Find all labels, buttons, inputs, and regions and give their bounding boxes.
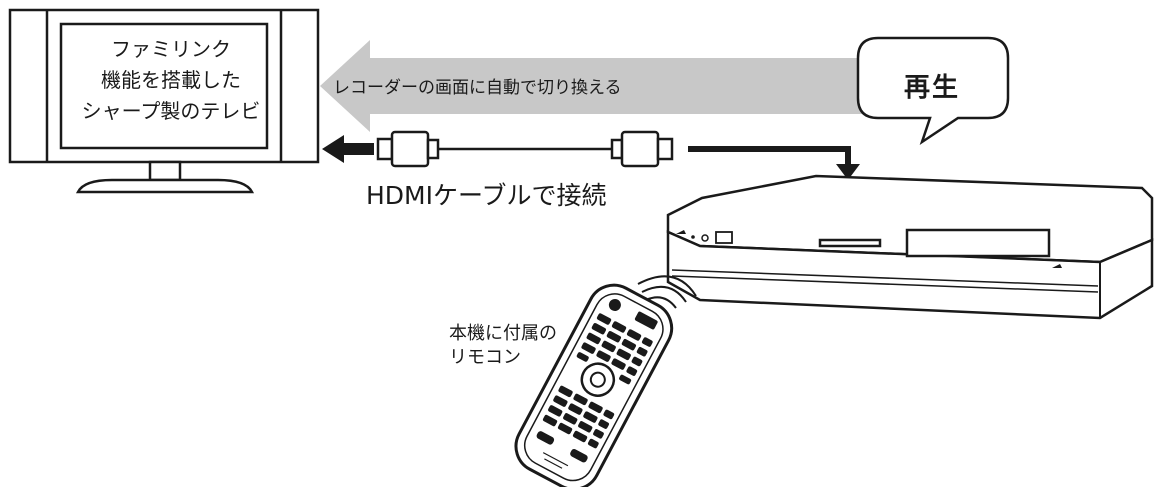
hdmi-arrow-to-tv — [322, 135, 374, 163]
remote-button-grid — [576, 313, 653, 385]
tv-label-line-2: 機能を搭載した — [101, 68, 241, 92]
hdmi-cable — [322, 130, 860, 180]
hdmi-arrow-to-recorder — [836, 164, 860, 180]
recorder — [666, 174, 1154, 320]
recorder-led — [691, 235, 695, 239]
remote-label: 本機に付属の リモコン — [449, 322, 557, 370]
recorder-edge — [699, 245, 1101, 318]
remote-power-button — [608, 298, 621, 311]
recorder-power-button — [701, 234, 709, 242]
tv-label-line-3: シャープ製のテレビ — [81, 99, 261, 123]
hdmi-connector-right — [610, 130, 674, 168]
tv-stand-base — [75, 178, 255, 194]
switch-arrow — [320, 40, 870, 132]
recorder-front-line-2 — [671, 275, 1099, 293]
recorder-tray — [905, 228, 1051, 258]
recorder-left-logo — [676, 230, 686, 234]
hdmi-label: HDMIケーブルで接続 — [366, 181, 607, 210]
recorder-right-logo — [1052, 264, 1062, 268]
remote-control — [514, 275, 697, 487]
tv — [8, 8, 320, 194]
remote-enter-button — [589, 371, 606, 388]
tv-label: ファミリンク 機能を搭載した シャープ製のテレビ — [66, 34, 276, 127]
recorder-display — [715, 231, 733, 244]
tv-label-line-1: ファミリンク — [111, 37, 231, 61]
remote-top-button — [634, 311, 658, 330]
remote-inner-edge — [523, 293, 664, 482]
remote-lower-buttons — [536, 385, 615, 463]
remote-brand-mark-2 — [544, 458, 563, 469]
remote-label-line-1: 本機に付属の — [449, 323, 557, 344]
recorder-disc-slot — [818, 238, 882, 248]
recorder-front-line — [671, 269, 1099, 287]
hdmi-connector-left — [376, 130, 440, 168]
tv-neck — [148, 160, 182, 182]
remote-label-line-2: リモコン — [449, 347, 521, 368]
hdmi-line-to-recorder — [688, 146, 851, 166]
tv-screen — [59, 22, 269, 150]
remote-brand-mark — [542, 452, 569, 467]
play-speech-bubble — [856, 36, 1010, 146]
play-bubble-label: 再生 — [903, 73, 960, 103]
switch-arrow-label: レコーダーの画面に自動で切り換える — [333, 78, 622, 98]
